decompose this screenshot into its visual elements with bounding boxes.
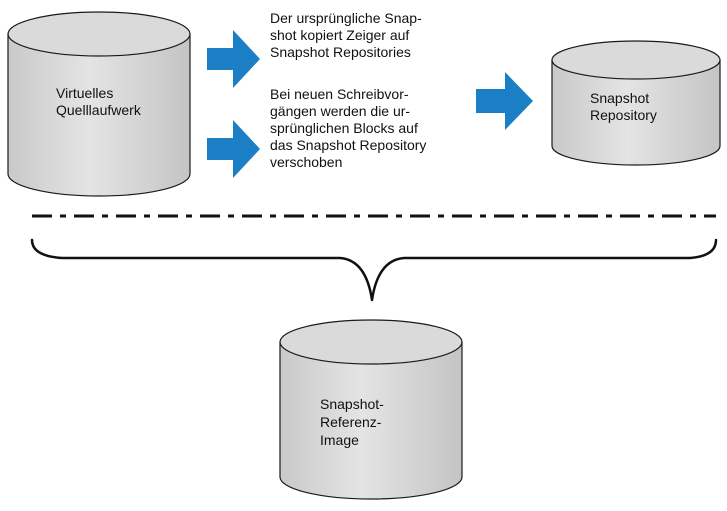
reference-image-label: Snapshot- Referenz- Image: [320, 395, 384, 449]
bottom-note-line-4: das Snapshot Repository: [270, 137, 427, 153]
top-note-line-1: Der ursprüngliche Snap-: [270, 10, 422, 26]
bottom-note: Bei neuen Schreibvor- gängen werden die …: [270, 86, 426, 171]
repository-label-line-1: Snapshot: [590, 90, 650, 106]
top-note: Der ursprüngliche Snap- shot kopiert Zei…: [270, 10, 422, 61]
reference-image-label-line-2: Referenz-: [320, 414, 382, 430]
reference-image-label-line-1: Snapshot-: [320, 396, 384, 412]
repository-label: Snapshot Repository: [590, 90, 657, 124]
arrow-right-repository: [476, 72, 533, 130]
bottom-note-line-5: verschoben: [270, 154, 343, 170]
bottom-note-line-2: gängen werden die ur-: [270, 103, 411, 119]
grouping-brace: [30, 238, 718, 302]
repository-label-line-2: Repository: [590, 107, 657, 123]
source-volume-cylinder: [7, 11, 191, 197]
bottom-note-line-3: sprünglichen Blocks auf: [270, 120, 418, 136]
repository-cylinder: [551, 40, 721, 166]
source-volume-label: Virtuelles Quelllaufwerk: [56, 85, 141, 119]
reference-image-cylinder: [279, 319, 463, 500]
top-note-line-2: shot kopiert Zeiger auf: [270, 27, 410, 43]
source-volume-label-line-2: Quelllaufwerk: [56, 102, 141, 118]
arrow-right-top: [207, 30, 260, 88]
top-note-line-3: Snapshot Repositories: [270, 44, 411, 60]
reference-image-label-line-3: Image: [320, 432, 359, 448]
bottom-note-line-1: Bei neuen Schreibvor-: [270, 86, 409, 102]
source-volume-label-line-1: Virtuelles: [56, 85, 114, 101]
arrow-right-bottom: [207, 120, 260, 178]
